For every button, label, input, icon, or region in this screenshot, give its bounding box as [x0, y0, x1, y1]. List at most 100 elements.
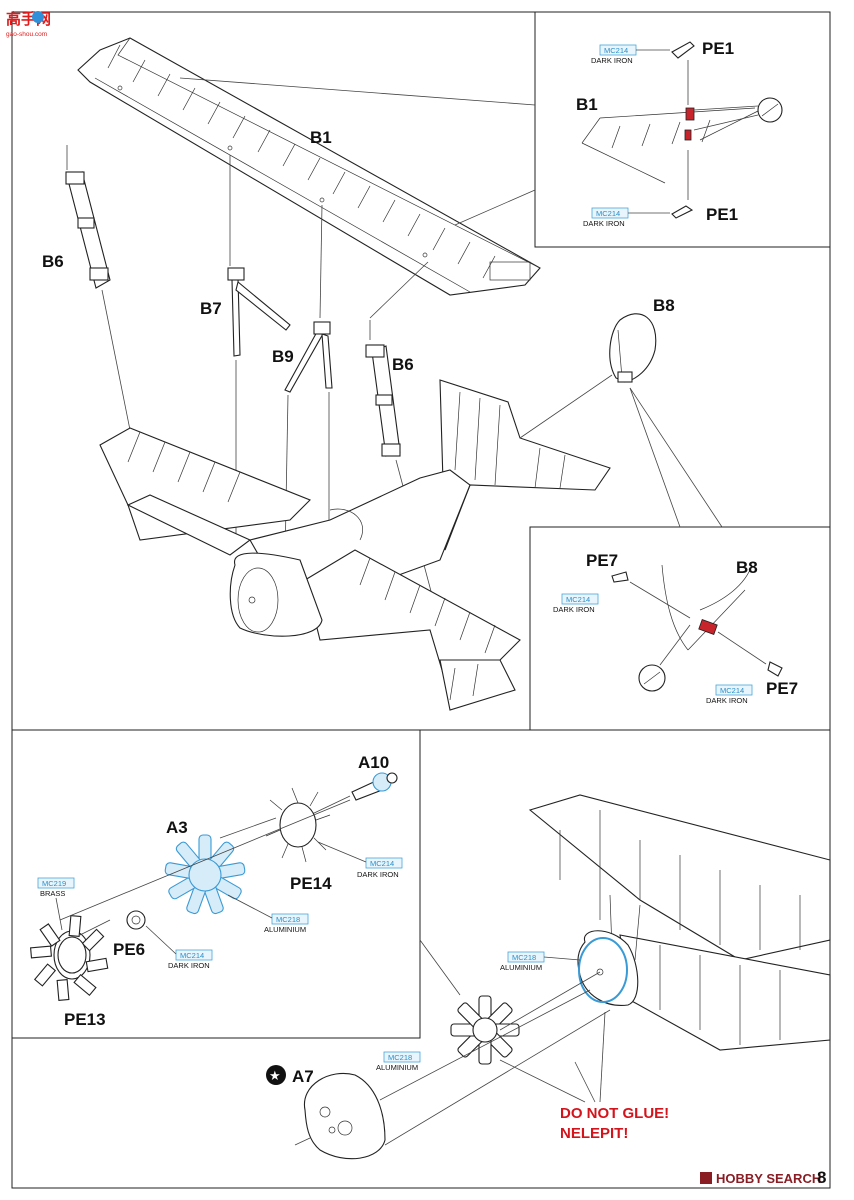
leader-b8-inset-2: [629, 387, 723, 528]
label-pe13: PE13: [64, 1010, 106, 1029]
leader-a7-1: [379, 989, 591, 1101]
svg-text:BRASS: BRASS: [40, 889, 65, 898]
nose-assembly: [528, 794, 831, 1051]
label-a10: A10: [358, 753, 389, 772]
arrow-b9: [319, 204, 323, 319]
leader-a10: [309, 795, 351, 816]
leader-engine-cowl: [499, 971, 601, 1031]
engine-a3: [164, 834, 246, 915]
footer-brand: HOBBY SEARCH: [700, 1171, 821, 1186]
label-b6-left: B6: [42, 252, 64, 271]
pe1-top-part: [671, 41, 695, 59]
label-b9: B9: [272, 347, 294, 366]
paint-cowl-ring: MC218 ALUMINIUM: [500, 951, 581, 972]
svg-text:★: ★: [269, 1069, 281, 1084]
label-b8: B8: [653, 296, 675, 315]
paint-pe1-top: MC214 DARK IRON: [591, 44, 670, 65]
svg-text:HOBBY SEARCH: HOBBY SEARCH: [716, 1171, 821, 1186]
label-pe6: PE6: [113, 940, 145, 959]
do-not-glue-warning: DO NOT GLUE! NELEPIT!: [499, 1011, 669, 1142]
label-a7: A7: [292, 1067, 314, 1086]
strut-b6-right: [365, 344, 401, 457]
svg-text:DARK IRON: DARK IRON: [706, 696, 748, 705]
label-b7: B7: [200, 299, 222, 318]
leader-wing-inset: [179, 77, 536, 106]
svg-text:MC214: MC214: [720, 686, 744, 695]
label-b1: B1: [310, 128, 332, 147]
paint-pe7-bottom: MC214 DARK IRON: [706, 684, 753, 705]
assembly-axis: [59, 799, 351, 921]
pe13-part: [30, 915, 109, 1001]
svg-text:ALUMINIUM: ALUMINIUM: [264, 925, 306, 934]
pe7-bottom-part: [767, 661, 783, 677]
inset-top-border: [534, 12, 830, 248]
svg-text:gao-shou.com: gao-shou.com: [6, 31, 47, 38]
svg-text:DARK IRON: DARK IRON: [553, 605, 595, 614]
leader-pe13: [79, 919, 111, 936]
label-b8-inset: B8: [736, 558, 758, 577]
paint-pe6: MC214 DARK IRON: [145, 925, 213, 970]
label-a3: A3: [166, 818, 188, 837]
engine-inset-border: [12, 730, 421, 1039]
paint-pe7-top: MC214 DARK IRON: [553, 593, 599, 614]
label-pe7-bottom: PE7: [766, 679, 798, 698]
label-pe1-bottom: PE1: [706, 205, 738, 224]
leader-wing-inset-2: [454, 189, 536, 226]
paint-pe14: MC214 DARK IRON: [317, 841, 403, 879]
label-pe1-top: PE1: [702, 39, 734, 58]
leader-engine-inset: [419, 939, 461, 996]
strut-b9: [284, 321, 333, 393]
page-frame: [11, 11, 831, 1189]
fuselage-assembly: [99, 379, 611, 711]
leader-a7-2: [384, 1009, 611, 1146]
label-pe7-top: PE7: [586, 551, 618, 570]
arrow-pe14: [219, 817, 277, 839]
leader-b6-left: [101, 289, 136, 456]
pe7-top-part: [611, 571, 629, 583]
page-number: 8: [817, 1168, 826, 1187]
watermark-logo: 高手网 gao-shou.com: [6, 10, 51, 38]
svg-text:MC214: MC214: [180, 951, 204, 960]
cowl-a7: [303, 1073, 386, 1160]
svg-text:NELEPIT!: NELEPIT!: [560, 1125, 628, 1142]
leader-b6-right-top: [369, 261, 429, 319]
inset-pe1: [581, 41, 783, 219]
svg-text:MC219: MC219: [42, 879, 66, 888]
label-b6-right: B6: [392, 355, 414, 374]
svg-text:DARK IRON: DARK IRON: [591, 56, 633, 65]
svg-text:MC218: MC218: [276, 915, 300, 924]
strut-b7: [227, 267, 291, 357]
engine-install: [450, 995, 520, 1065]
svg-text:ALUMINIUM: ALUMINIUM: [376, 1063, 418, 1072]
svg-text:DARK IRON: DARK IRON: [583, 219, 625, 228]
svg-text:MC218: MC218: [388, 1053, 412, 1062]
paint-pe1-bottom: MC214 DARK IRON: [583, 207, 670, 228]
svg-text:高手网: 高手网: [6, 10, 51, 28]
leader-b8: [519, 374, 613, 439]
arrow-a7: [294, 1137, 311, 1146]
upper-wing-b1: [77, 37, 541, 296]
svg-text:DARK IRON: DARK IRON: [357, 870, 399, 879]
paint-a3: MC218 ALUMINIUM: [227, 894, 309, 934]
paint-engine: MC218 ALUMINIUM: [376, 1051, 421, 1072]
inset-tail-border: [529, 526, 830, 730]
svg-text:DO NOT GLUE!: DO NOT GLUE!: [560, 1105, 669, 1122]
svg-text:MC214: MC214: [566, 595, 590, 604]
wing-ribs: [107, 44, 496, 279]
label-pe14: PE14: [290, 874, 332, 893]
svg-text:DARK IRON: DARK IRON: [168, 961, 210, 970]
inset-pe7: [611, 564, 783, 692]
rudder-b8: [609, 313, 657, 383]
shaft-a10: [351, 772, 398, 801]
pe1-bottom-part: [671, 205, 694, 219]
svg-text:MC214: MC214: [370, 859, 394, 868]
svg-text:MC218: MC218: [512, 953, 536, 962]
star-icon: ★: [266, 1065, 286, 1085]
pe6-part: [126, 910, 146, 930]
label-b1-inset: B1: [576, 95, 598, 114]
pe14-part: [265, 787, 331, 863]
paint-pe13: MC219 BRASS: [37, 877, 75, 931]
svg-text:MC214: MC214: [596, 209, 620, 218]
leader-b8-inset-1: [629, 387, 681, 528]
